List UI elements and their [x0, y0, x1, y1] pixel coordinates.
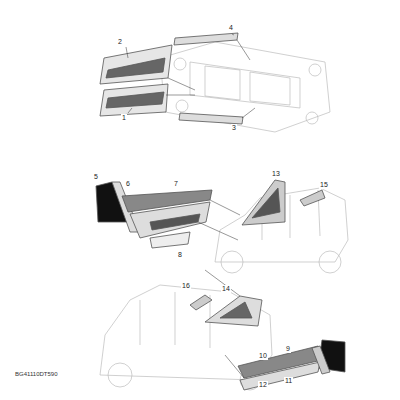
callout-number: 6 — [125, 180, 131, 188]
callout-number: 5 — [93, 173, 99, 181]
callout-number: 15 — [319, 181, 329, 189]
callout-number: 13 — [271, 170, 281, 178]
drawing-code: BG41110DT590 — [14, 370, 58, 378]
callout-number: 4 — [228, 24, 234, 32]
callout-number: 12 — [258, 381, 268, 389]
callout-number: 2 — [117, 38, 123, 46]
callout-number: 16 — [181, 282, 191, 290]
callout-number: 7 — [173, 180, 179, 188]
callout-number: 1 — [121, 114, 127, 122]
callout-number: 8 — [177, 251, 183, 259]
callout-number: 10 — [258, 352, 268, 360]
callout-number: 9 — [285, 345, 291, 353]
callout-number: 14 — [221, 285, 231, 293]
callout-number: 3 — [231, 124, 237, 132]
callout-number: 11 — [284, 377, 293, 385]
